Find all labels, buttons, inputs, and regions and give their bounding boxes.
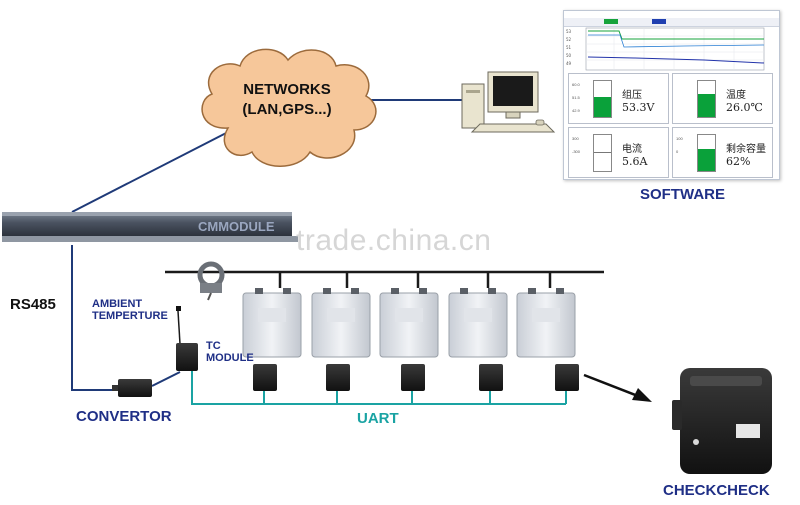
gauge-name: 剩余容量	[726, 144, 766, 155]
monitor-module-icon	[326, 364, 350, 391]
battery-row	[242, 288, 576, 358]
battery-icon	[379, 288, 439, 358]
gauge-tile-current: 300 -300 电流 5.6A	[568, 127, 669, 178]
software-window: 53 52 51 50 49 60.0 51.5 42.9 组压 53.3V 温度 26…	[563, 10, 780, 180]
tc-module-icon	[176, 343, 198, 371]
monitor-modules	[253, 364, 579, 391]
gauge-name: 温度	[726, 90, 746, 101]
legend-swatch-blue	[652, 19, 666, 24]
checkcheck-device-icon	[672, 368, 772, 474]
cloud-to-rack-line	[71, 129, 233, 213]
converter-icon	[112, 379, 152, 397]
convertor-label: CONVERTOR	[76, 408, 172, 425]
gauge-tile-temperature: 温度 26.0℃	[672, 73, 773, 124]
server-rack-icon: CMMODULE	[2, 212, 298, 242]
battery-icon	[311, 288, 371, 358]
networks-label: NETWORKS (LAN,GPS...)	[222, 80, 352, 120]
svg-text:49: 49	[566, 61, 572, 66]
sensor-probe-icon	[176, 306, 181, 345]
cloud-icon	[201, 48, 377, 167]
battery-icon	[516, 288, 576, 358]
ambient-temperature-label: AMBIENT TEMPERTURE	[92, 298, 168, 322]
gauge-bar	[697, 134, 716, 172]
watermark: trade.china.cn	[296, 224, 492, 257]
gauge-scale: 60.0 51.5 42.9	[572, 82, 580, 113]
gauge-value: 62%	[726, 155, 751, 168]
svg-text:51: 51	[566, 45, 572, 50]
software-label: SOFTWARE	[640, 186, 725, 203]
connection-lines	[71, 99, 462, 391]
rs485-line	[71, 245, 118, 391]
uart-label: UART	[357, 410, 399, 427]
gauge-bar	[593, 80, 612, 118]
gauge-name: 组压	[622, 90, 642, 101]
gauge-value: 26.0℃	[726, 101, 763, 114]
trend-chart: 53 52 51 50 49	[566, 27, 765, 71]
monitor-module-icon	[253, 364, 277, 391]
current-clamp-icon	[197, 261, 225, 301]
rs485-label: RS485	[10, 296, 56, 313]
monitor-module-icon	[479, 364, 503, 391]
gauge-tile-voltage: 60.0 51.5 42.9 组压 53.3V	[568, 73, 669, 124]
networks-line2: (LAN,GPS...)	[242, 101, 332, 118]
battery-icon	[448, 288, 508, 358]
gauge-tiles: 60.0 51.5 42.9 组压 53.3V 温度 26.0℃ 300 -30…	[568, 73, 773, 178]
monitor-module-icon	[555, 364, 579, 391]
gauge-value: 53.3V	[622, 101, 655, 114]
svg-text:53: 53	[566, 29, 572, 34]
arrow-to-checkcheck	[583, 373, 652, 402]
networks-line1: NETWORKS	[243, 81, 331, 98]
gauge-scale: 300 -300	[572, 136, 581, 154]
legend-swatch-green	[604, 19, 618, 24]
svg-text:50: 50	[566, 53, 572, 58]
gauge-scale: 100 0	[676, 136, 683, 154]
gauge-name: 电流	[622, 144, 642, 155]
gauge-value: 5.6A	[622, 155, 648, 168]
checkcheck-label: CHECKCHECK	[663, 482, 770, 499]
gauge-tile-capacity: 100 0 剩余容量 62%	[672, 127, 773, 178]
gauge-bar	[593, 134, 612, 172]
software-toolbar	[564, 18, 779, 27]
uart-bus	[191, 370, 567, 405]
software-title-bar	[564, 11, 779, 18]
battery-terminal-links	[278, 272, 552, 288]
battery-icon	[242, 288, 302, 358]
converter-to-tc-line	[151, 371, 181, 387]
monitor-module-icon	[401, 364, 425, 391]
tc-module-label: TC MODULE	[206, 340, 254, 364]
rack-brand-text: CMMODULE	[198, 219, 275, 234]
svg-text:52: 52	[566, 37, 572, 42]
computer-icon	[461, 71, 556, 133]
gauge-bar	[697, 80, 716, 118]
